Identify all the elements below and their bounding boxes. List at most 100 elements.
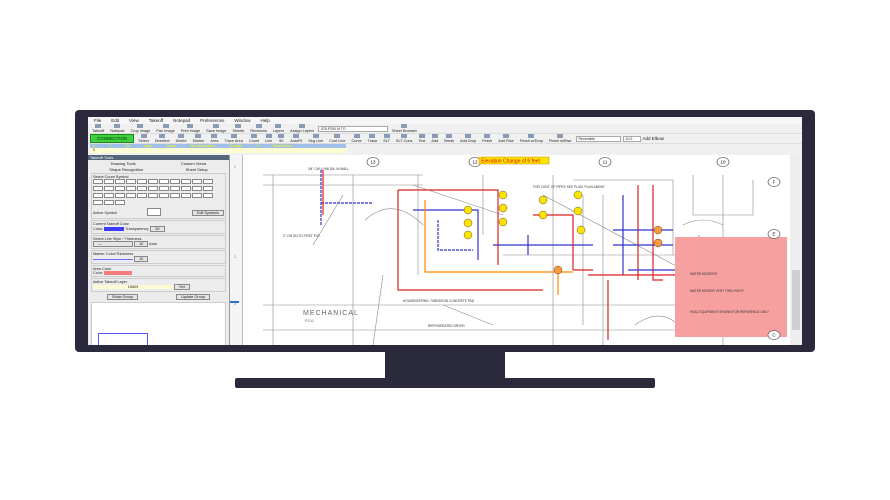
fixture-count-marker[interactable] (573, 206, 583, 216)
page-marker-1[interactable]: 1 (234, 165, 236, 169)
count-symbol-option[interactable] (159, 193, 169, 198)
elbow-value-input[interactable]: 10.0 (622, 135, 641, 142)
toolbar-button[interactable]: Trace (366, 134, 380, 143)
count-symbol-option[interactable] (104, 193, 114, 198)
marker-color-line[interactable] (93, 258, 133, 260)
show-group-button[interactable]: Show Group (107, 294, 139, 300)
count-symbol-option[interactable] (203, 179, 213, 184)
takeoff-color-swatch[interactable] (104, 227, 125, 231)
fixture-count-marker[interactable] (573, 190, 583, 200)
area-color-swatch[interactable] (104, 271, 133, 275)
fixture-count-marker[interactable] (498, 203, 508, 213)
count-symbol-option[interactable] (148, 186, 158, 191)
grid-column-header[interactable]: Sheet Name (272, 144, 293, 148)
auto-checkbox[interactable]: Auto (149, 242, 157, 246)
fixture-count-marker[interactable] (538, 195, 548, 205)
menu-file[interactable]: File (94, 118, 102, 123)
active-layer-field[interactable]: 15609 (93, 285, 173, 289)
menu-window[interactable]: Window (234, 118, 251, 123)
connection-button[interactable]: CONNECTION (90, 134, 135, 143)
fixture-count-marker[interactable] (463, 205, 473, 215)
tab-shape-recognition[interactable]: Shape Recognition (109, 166, 144, 172)
fixture-count-marker[interactable] (653, 238, 663, 248)
menu-help[interactable]: Help (260, 118, 270, 123)
menu-edit[interactable]: Edit (111, 118, 120, 123)
sheet-select[interactable]: 378 P200 M TO (318, 125, 389, 132)
count-symbol-option[interactable] (126, 186, 136, 191)
count-symbol-option[interactable] (93, 186, 103, 191)
count-symbol-option[interactable] (203, 186, 213, 191)
count-symbol-option[interactable] (192, 186, 202, 191)
count-symbol-option[interactable] (93, 179, 103, 184)
toolbar-button[interactable]: Curve (350, 134, 364, 143)
fixture-count-marker[interactable] (498, 217, 508, 227)
set-layer-button[interactable]: Set (174, 284, 190, 290)
toolbar-button[interactable]: Takeoff (90, 124, 106, 133)
toolbar-button[interactable]: Save Image (204, 124, 228, 133)
toolbar-button[interactable]: Finish w/Rise (547, 134, 574, 143)
scroll-thumb[interactable] (792, 270, 800, 330)
toolbar-button[interactable]: AutoFit (288, 134, 304, 143)
toolbar-button[interactable]: Trace Area (222, 134, 244, 143)
count-symbol-option[interactable] (115, 193, 125, 198)
count-symbol-option[interactable] (170, 193, 180, 198)
count-symbol-option[interactable] (115, 186, 125, 191)
toolbar-button[interactable]: Deselect (153, 134, 172, 143)
toolbar-button[interactable]: Finish (480, 134, 494, 143)
takeoff-grid-row[interactable]: 0 (90, 148, 346, 153)
count-symbol-option[interactable] (104, 179, 114, 184)
grid-column-header[interactable]: Qu (125, 144, 130, 148)
toolbar-button[interactable]: Count (247, 134, 261, 143)
toolbar-button[interactable]: Delete (174, 134, 189, 143)
line-thickness-stepper[interactable]: 10 (134, 241, 149, 247)
grid-column-header[interactable]: Quantity (229, 144, 243, 148)
toolbar-button[interactable]: Seg Line (306, 134, 325, 143)
fixture-count-marker[interactable] (463, 218, 473, 228)
page-marker-3[interactable]: 3 (234, 302, 236, 306)
toolbar-button[interactable]: Sheets (230, 124, 246, 133)
toolbar-button[interactable]: Add Drop (458, 134, 478, 143)
count-symbol-option[interactable] (203, 193, 213, 198)
count-symbol-option[interactable] (148, 193, 158, 198)
count-symbol-option[interactable] (137, 193, 147, 198)
sheet-thumbnail-preview[interactable] (91, 302, 226, 345)
count-symbol-option[interactable] (137, 179, 147, 184)
tab-sheet-setup[interactable]: Sheet Setup (185, 166, 208, 172)
toolbar-button[interactable]: Add (429, 134, 440, 143)
count-symbol-option[interactable] (115, 200, 125, 205)
fixture-count-marker[interactable] (538, 210, 548, 220)
add-elbow-checkbox[interactable]: Add Elbow (642, 136, 665, 141)
fixture-count-marker[interactable] (576, 225, 586, 235)
grid-column-header[interactable]: Item Description (189, 144, 216, 148)
count-symbol-option[interactable] (192, 179, 202, 184)
fixture-count-marker[interactable] (463, 230, 473, 240)
fixture-count-marker[interactable] (553, 265, 563, 275)
menu-preferences[interactable]: Preferences (200, 118, 225, 123)
toolbar-button[interactable]: SLT Cons (394, 134, 415, 143)
elevation-callout-box[interactable] (478, 156, 550, 165)
menu-takeoff[interactable]: Takeoff (148, 118, 164, 123)
count-symbol-option[interactable] (126, 179, 136, 184)
count-symbol-option[interactable] (93, 200, 103, 205)
toolbar-button[interactable]: Revisions (248, 124, 268, 133)
update-group-button[interactable]: Update Group (176, 294, 210, 300)
count-symbol-option[interactable] (115, 179, 125, 184)
hvac-area-takeoff[interactable] (675, 237, 787, 337)
menu-notepad[interactable]: Notepad (173, 118, 191, 123)
fixture-count-marker[interactable] (498, 190, 508, 200)
line-style-select[interactable]: — (93, 241, 133, 247)
toolbar-button[interactable]: Layers (271, 124, 286, 133)
count-symbol-option[interactable] (137, 186, 147, 191)
toolbar-button[interactable]: 90 (276, 134, 286, 143)
marker-thickness-stepper[interactable]: 10 (134, 256, 149, 262)
count-symbol-option[interactable] (170, 186, 180, 191)
count-symbol-option[interactable] (192, 193, 202, 198)
toolbar-button[interactable]: Crop Image (129, 124, 153, 133)
count-symbol-option[interactable] (148, 179, 158, 184)
toolbar-button[interactable]: Area (208, 134, 220, 143)
toolbar-button[interactable]: Assign Layers (288, 124, 316, 133)
toolbar-button[interactable]: Cont Line (327, 134, 347, 143)
grid-column-header[interactable]: Layer (143, 144, 153, 148)
vertical-scrollbar[interactable] (790, 155, 802, 345)
